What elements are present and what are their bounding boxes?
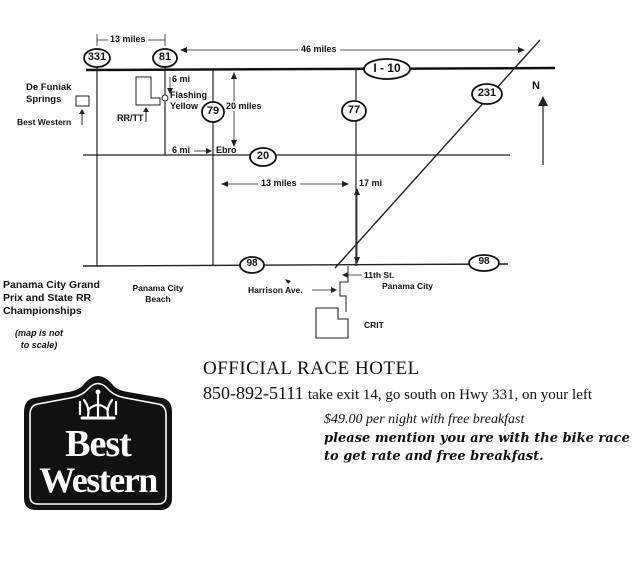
arrowhead	[231, 140, 237, 147]
arrowhead	[354, 188, 360, 195]
place-panama-city: Panama City	[382, 281, 434, 291]
best-western-logo: Best Western	[24, 376, 172, 510]
crown-icon	[78, 392, 118, 420]
shield-label-81: 81	[158, 51, 172, 63]
shield-label-98-east: 98	[478, 256, 490, 267]
arrowhead	[180, 47, 187, 53]
shield-label-79: 79	[206, 105, 220, 117]
place-rr-tt: RR/TT	[117, 113, 144, 123]
hotel-phone[interactable]: 850-892-5111	[203, 383, 304, 403]
road-i10	[85, 66, 556, 72]
arrowhead	[231, 72, 237, 79]
flashing-yellow-marker	[161, 94, 169, 102]
logo-line-best: Best	[65, 423, 132, 465]
hotel-directions: take exit 14, go south on Hwy 331, on yo…	[307, 387, 593, 403]
logo-badge	[24, 376, 172, 510]
best-western-marker	[75, 95, 90, 107]
distance-46: 46 miles	[298, 44, 340, 54]
hotel-rate: $49.00 per night with free breakfast	[324, 412, 525, 427]
place-ebro: Ebro	[216, 145, 237, 155]
road-98	[82, 263, 509, 267]
map-scale-note: (map is not to scale)	[14, 328, 63, 350]
arrowhead	[143, 107, 149, 112]
shield-81	[152, 48, 178, 68]
place-harrison-ave: Harrison Ave.	[248, 285, 303, 295]
hotel-info: OFFICIAL RACE HOTEL 850-892-5111 take ex…	[203, 358, 633, 466]
shield-231	[471, 83, 503, 105]
distance-17: 17 mi	[359, 178, 383, 188]
arrowhead	[206, 148, 212, 154]
shield-77	[341, 100, 367, 122]
place-best-western: Best Western	[17, 117, 72, 127]
distance-6-ebro: 6 mi	[172, 145, 191, 155]
north-label: N	[532, 80, 540, 92]
arrowhead	[538, 96, 548, 106]
logo-inner-border	[29, 382, 167, 505]
arrowhead	[79, 109, 85, 114]
arrowhead	[331, 287, 337, 293]
hotel-phone-line: 850-892-5111 take exit 14, go south on H…	[203, 383, 633, 404]
crown-jewel	[95, 389, 101, 395]
road-231	[334, 39, 541, 269]
arrowhead	[518, 47, 525, 53]
shield-label-231: 231	[477, 87, 497, 99]
arrowhead	[342, 272, 348, 278]
shield-i10	[363, 58, 411, 80]
shield-label-20: 20	[256, 150, 270, 162]
shield-label-98-west: 98	[246, 258, 258, 269]
arrowhead	[167, 88, 173, 94]
shield-label-77: 77	[347, 104, 361, 116]
place-flashing-yellow: Flashing Yellow	[170, 90, 208, 111]
event-title: Panama City Grand Prix and State RR Cham…	[3, 279, 100, 317]
arrowhead	[285, 279, 291, 284]
shield-label-331: 331	[87, 51, 107, 63]
distance-20: 20 miles	[226, 101, 262, 111]
place-crit: CRIT	[364, 320, 384, 330]
shield-79	[201, 101, 225, 123]
shield-label-i10: I - 10	[373, 61, 401, 75]
shield-98-west	[239, 256, 265, 274]
arrowhead	[342, 181, 349, 187]
crit-course	[315, 307, 349, 339]
arrowhead	[221, 181, 228, 187]
hotel-title: OFFICIAL RACE HOTEL	[203, 358, 420, 379]
route-to-crit	[339, 266, 349, 312]
hotel-mention: please mention you are with the bike rac…	[324, 431, 630, 464]
place-panama-city-beach: Panama City Beach	[132, 283, 184, 304]
logo-line-western: Western	[39, 460, 158, 500]
shield-98-east	[468, 254, 500, 272]
distance-13-mid: 13 miles	[258, 178, 300, 188]
shield-331	[83, 48, 111, 68]
place-11th-st: 11th St.	[364, 270, 395, 280]
distance-13-top: 13 miles	[108, 34, 148, 44]
distance-6-top: 6 mi	[172, 74, 191, 84]
shield-20	[249, 147, 277, 167]
arrowhead	[354, 257, 360, 264]
place-defuniak-springs: De Funiak Springs	[26, 82, 72, 105]
route-map	[75, 34, 556, 339]
rr-tt-course	[135, 76, 161, 106]
